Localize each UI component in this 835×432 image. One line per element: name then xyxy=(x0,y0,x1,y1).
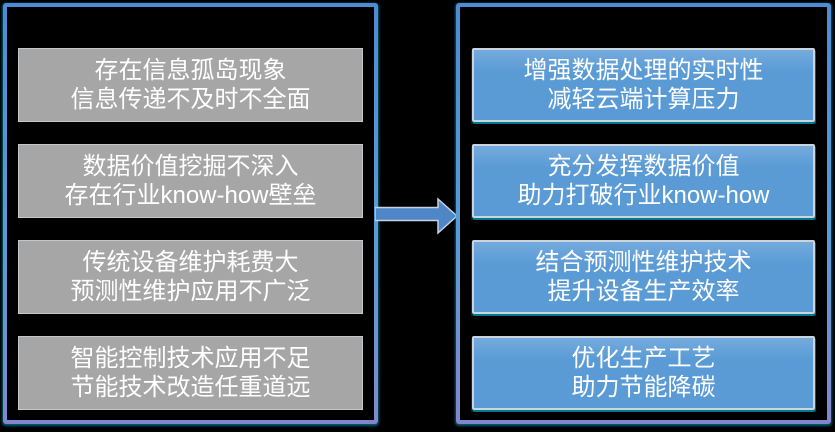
problem-3-line-2: 预测性维护应用不广泛 xyxy=(70,278,311,305)
solution-box-2: 充分发挥数据价值 助力打破行业know-how xyxy=(472,144,815,218)
right-arrow-icon xyxy=(375,197,459,235)
problem-3-line-1: 传统设备维护耗费大 xyxy=(82,249,299,276)
solution-4-line-1: 优化生产工艺 xyxy=(571,345,716,372)
problem-1-line-2: 信息传递不及时不全面 xyxy=(70,86,311,113)
solution-2-line-2: 助力打破行业know-how xyxy=(517,182,770,209)
problem-box-3: 传统设备维护耗费大 预测性维护应用不广泛 xyxy=(18,240,363,314)
solution-box-1: 增强数据处理的实时性 减轻云端计算压力 xyxy=(472,48,815,122)
problems-panel-inner: 存在信息孤岛现象 信息传递不及时不全面 数据价值挖掘不深入 存在行业know-h… xyxy=(7,7,374,420)
problem-box-1: 存在信息孤岛现象 信息传递不及时不全面 xyxy=(18,48,363,122)
problem-box-4: 智能控制技术应用不足 节能技术改造任重道远 xyxy=(18,336,363,410)
problem-1-line-1: 存在信息孤岛现象 xyxy=(94,57,287,84)
solution-1-line-1: 增强数据处理的实时性 xyxy=(523,57,764,84)
solution-box-3: 结合预测性维护技术 提升设备生产效率 xyxy=(472,240,815,314)
solution-2-line-1: 充分发挥数据价值 xyxy=(547,153,740,180)
problem-4-line-1: 智能控制技术应用不足 xyxy=(70,345,311,372)
solution-1-line-2: 减轻云端计算压力 xyxy=(547,86,740,113)
problem-2-line-2: 存在行业know-how壁垒 xyxy=(64,182,317,209)
solution-3-line-1: 结合预测性维护技术 xyxy=(535,249,752,276)
problem-box-2: 数据价值挖掘不深入 存在行业know-how壁垒 xyxy=(18,144,363,218)
problem-2-line-1: 数据价值挖掘不深入 xyxy=(82,153,299,180)
solutions-panel: 增强数据处理的实时性 减轻云端计算压力 充分发挥数据价值 助力打破行业know-… xyxy=(456,3,831,424)
solution-box-4: 优化生产工艺 助力节能降碳 xyxy=(472,336,815,410)
problems-panel: 存在信息孤岛现象 信息传递不及时不全面 数据价值挖掘不深入 存在行业know-h… xyxy=(3,3,378,424)
solutions-panel-inner: 增强数据处理的实时性 减轻云端计算压力 充分发挥数据价值 助力打破行业know-… xyxy=(460,7,827,420)
problem-4-line-2: 节能技术改造任重道远 xyxy=(70,374,311,401)
solution-4-line-2: 助力节能降碳 xyxy=(571,374,716,401)
solution-3-line-2: 提升设备生产效率 xyxy=(547,278,740,305)
